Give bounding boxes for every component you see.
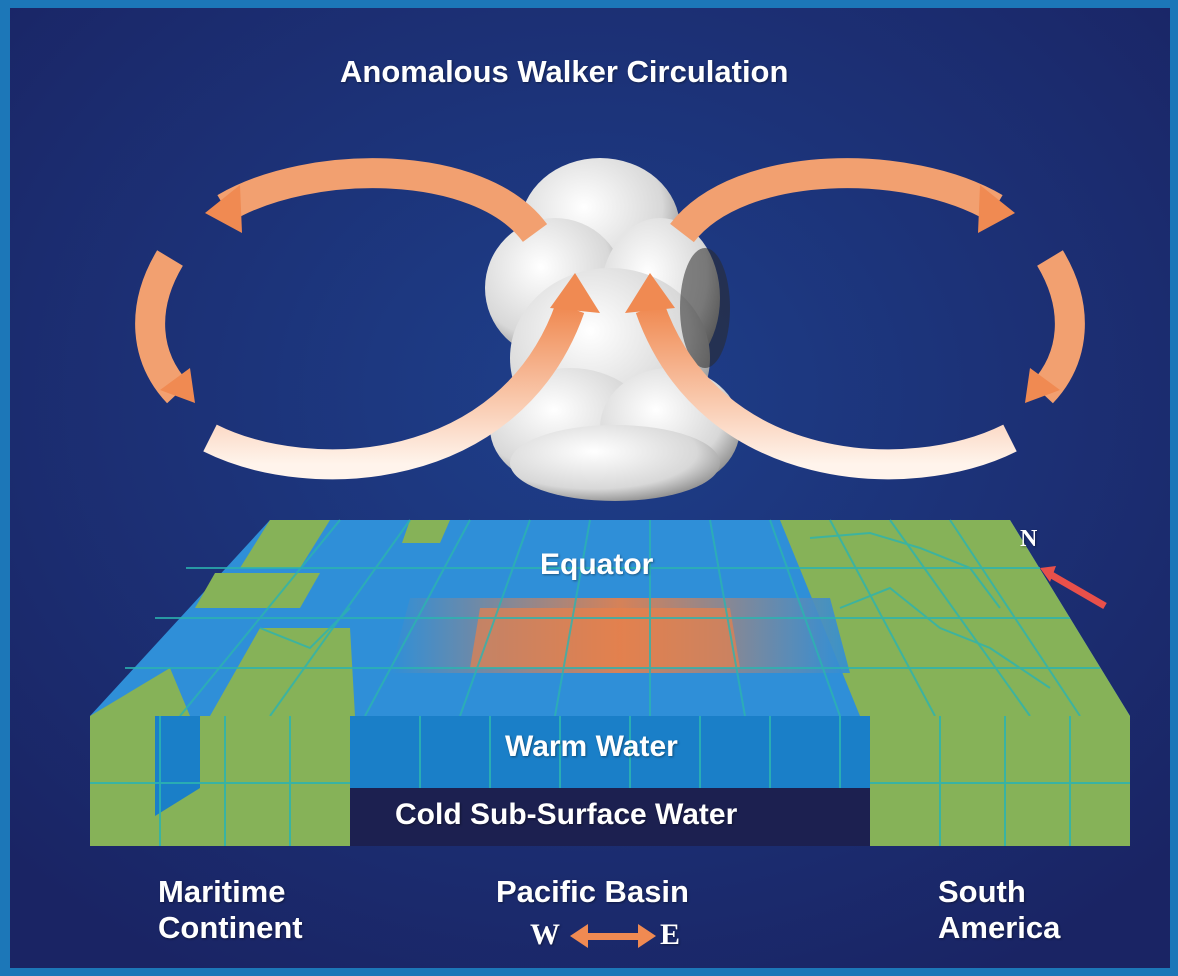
maritime-line2: Continent	[158, 910, 303, 945]
left-circulation-cell	[135, 158, 600, 480]
walker-circulation-diagram	[10, 8, 1170, 968]
maritime-line1: Maritime	[158, 874, 286, 909]
north-label: N	[1020, 526, 1038, 552]
diagram-frame: Anomalous Walker Circulation Equator War…	[10, 8, 1170, 968]
diagram-title: Anomalous Walker Circulation	[340, 54, 789, 89]
west-label: W	[530, 918, 560, 951]
warm-water-label: Warm Water	[505, 730, 678, 763]
south-line2: America	[938, 910, 1061, 945]
ocean-block	[90, 519, 1130, 846]
north-arrow-icon	[1040, 566, 1107, 610]
east-label: E	[660, 918, 681, 951]
equator-label: Equator	[540, 548, 654, 581]
maritime-continent-label: Maritime Continent	[158, 874, 303, 946]
right-circulation-cell	[625, 158, 1085, 480]
pacific-basin-label: Pacific Basin	[496, 874, 689, 909]
south-america-label: South America	[938, 874, 1060, 946]
south-line1: South	[938, 874, 1026, 909]
cold-water-label: Cold Sub-Surface Water	[395, 798, 738, 831]
west-east-arrow-icon	[570, 924, 656, 948]
